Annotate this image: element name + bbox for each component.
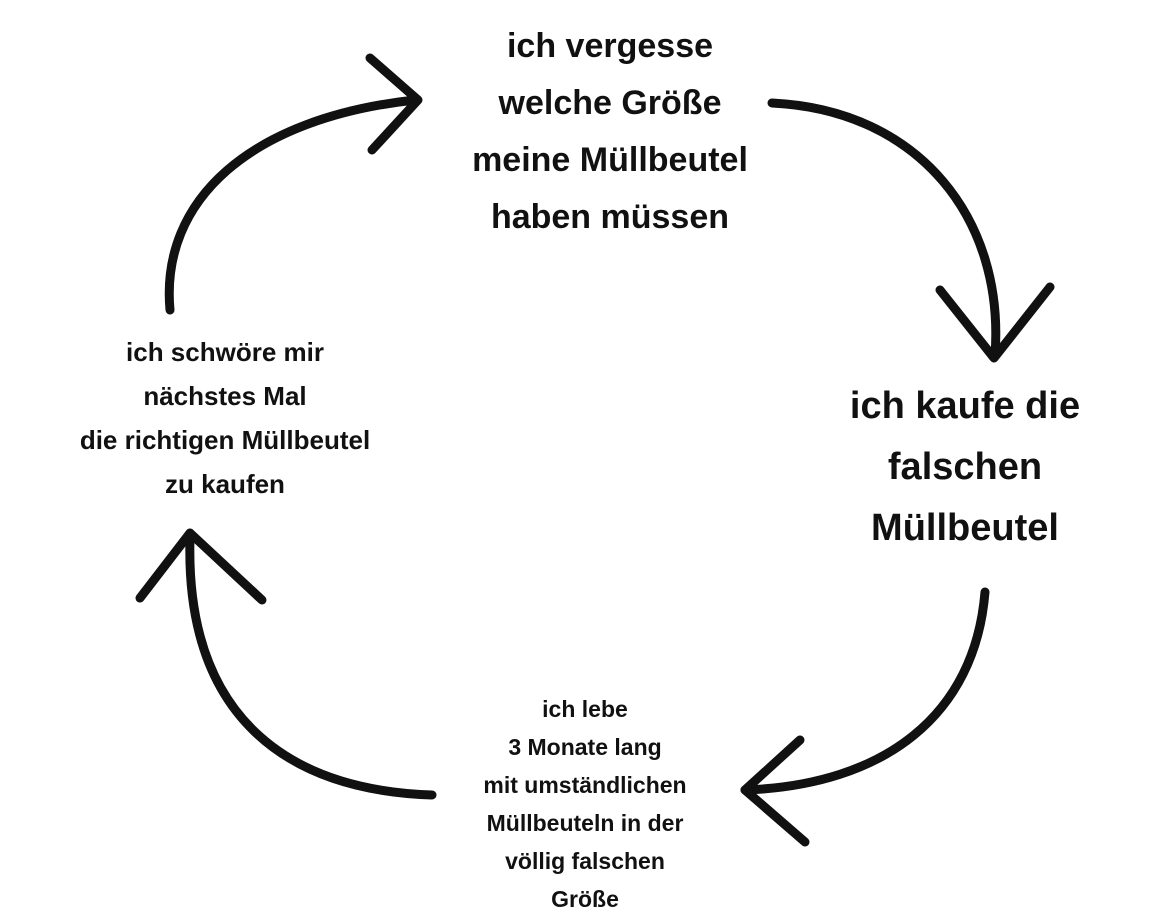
top-step-label: ich vergesse welche Größe meine Müllbeut… <box>395 18 825 246</box>
left-step-line: die richtigen Müllbeutel <box>79 425 371 455</box>
left-step-line: ich schwöre mir <box>126 337 324 367</box>
right-step-line: Müllbeutel <box>871 507 1059 549</box>
arrow-right-to-bottom <box>740 587 990 847</box>
arrow-top-to-right <box>767 98 1055 363</box>
bottom-step-line: Größe <box>551 886 619 912</box>
left-step-line: nächstes Mal <box>143 381 307 411</box>
top-step-line: haben müssen <box>490 198 730 236</box>
bottom-step-line: ich lebe <box>542 696 628 722</box>
arrow-bottom-to-left <box>135 528 437 800</box>
top-step-line: meine Müllbeutel <box>472 141 748 179</box>
top-step-line: welche Größe <box>498 84 722 122</box>
right-step-line: ich kaufe die <box>849 385 1081 427</box>
bottom-step-label: ich lebe 3 Monate lang mit umständlichen… <box>430 690 740 916</box>
bottom-step-line: mit umständlichen <box>483 772 687 798</box>
right-step-line: falschen <box>887 446 1043 488</box>
top-step-line: ich vergesse <box>506 27 714 65</box>
right-step-label: ich kaufe die falschen Müllbeutel <box>800 376 1130 559</box>
left-step-line: zu kaufen <box>165 469 285 499</box>
left-step-label: ich schwöre mir nächstes Mal die richtig… <box>20 330 430 506</box>
bottom-step-line: völlig falschen <box>505 848 665 874</box>
bottom-step-line: Müllbeuteln in der <box>486 810 684 836</box>
bottom-step-line: 3 Monate lang <box>508 734 662 760</box>
arrow-left-to-top <box>164 53 423 315</box>
